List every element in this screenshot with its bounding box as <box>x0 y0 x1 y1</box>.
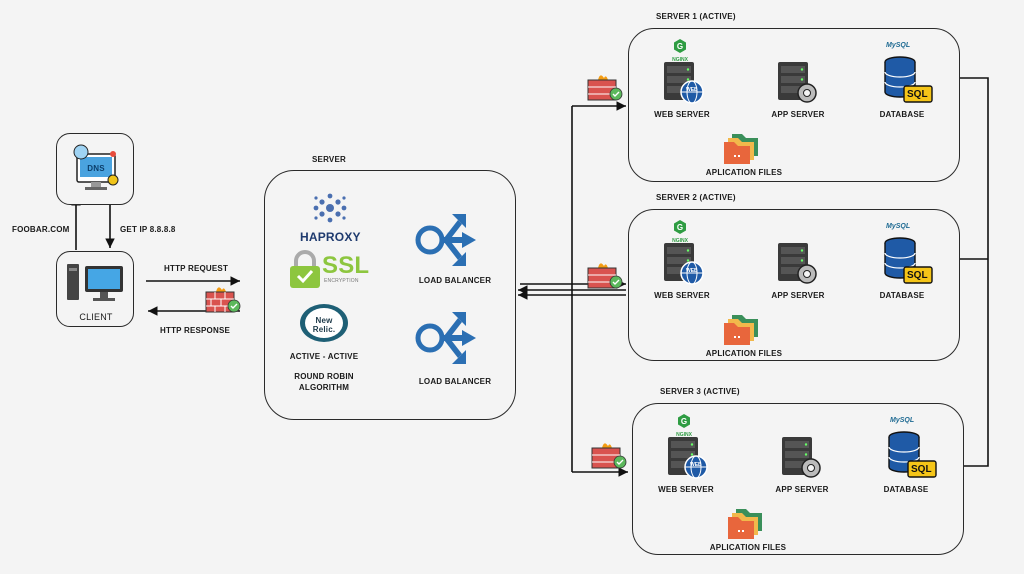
mysql-label: MySQL <box>886 223 911 230</box>
database-icon <box>880 235 936 292</box>
client-box[interactable]: CLIENT <box>56 251 134 327</box>
server-box <box>264 170 516 420</box>
algo-line2: ALGORITHM <box>298 383 350 392</box>
app-server-label: APP SERVER <box>771 291 825 300</box>
nginx-label: NGINX <box>676 432 692 438</box>
haproxy-label: HAPROXY <box>300 230 361 244</box>
haproxy-icon <box>313 193 347 223</box>
web-badge-label: WEB <box>686 87 698 93</box>
http-response-label: HTTP RESPONSE <box>160 326 231 335</box>
load-balancer-icon <box>415 214 476 266</box>
cluster-2-contents: G NGINX WEB WEB SERVER APP SERVER MySQL SQL… <box>628 209 960 363</box>
sql-badge-label: SQL <box>907 89 928 100</box>
dns-label: DNS <box>87 164 105 173</box>
get-ip-label: GET IP 8.8.8.8 <box>120 225 176 234</box>
sql-badge-label: SQL <box>907 270 928 281</box>
algo-line1: ROUND ROBIN <box>294 372 354 381</box>
folder-icon <box>722 313 762 350</box>
cluster-1-box <box>628 28 960 182</box>
client-label: CLIENT <box>79 312 113 322</box>
load-balancer-1-label: LOAD BALANCER <box>418 276 492 285</box>
sql-badge-label: SQL <box>911 464 932 475</box>
http-request-label: HTTP REQUEST <box>164 264 229 273</box>
nginx-logo: G NGINX <box>672 219 688 244</box>
mysql-label: MySQL <box>890 417 915 424</box>
cluster-3-title: SERVER 3 (ACTIVE) <box>660 387 740 396</box>
newrelic-label: New Relic. <box>312 316 336 334</box>
web-server-icon <box>664 435 708 484</box>
firewall-icon <box>587 75 623 101</box>
web-server-label: WEB SERVER <box>654 291 710 300</box>
cluster-1-contents: G NGINX WEB WEB SERVER APP SERVER MySQL SQL… <box>628 28 960 182</box>
dns-server-icon <box>73 144 119 190</box>
app-server-label: APP SERVER <box>775 485 829 494</box>
database-label: DATABASE <box>883 485 929 494</box>
web-server-label: WEB SERVER <box>658 485 714 494</box>
dns-box: DNS <box>56 133 134 205</box>
nginx-icon: G <box>674 220 686 234</box>
database-label: DATABASE <box>879 110 925 119</box>
folder-icon <box>722 132 762 169</box>
svg-text:G: G <box>677 223 683 232</box>
nginx-label: NGINX <box>672 238 688 244</box>
firewall-icon <box>587 263 623 289</box>
nginx-label: NGINX <box>672 57 688 63</box>
cluster-3-contents: G NGINX WEB WEB SERVER APP SERVER MySQL SQL… <box>632 403 964 557</box>
nginx-logo: G NGINX <box>672 38 688 63</box>
foobar-label: FOOBAR.COM <box>12 225 70 234</box>
cluster-2-box <box>628 209 960 361</box>
load-balancer-icon <box>415 312 476 364</box>
web-server-icon <box>660 241 704 290</box>
mode-label: ACTIVE - ACTIVE <box>289 352 359 361</box>
svg-text:G: G <box>681 417 687 426</box>
app-server-icon <box>774 241 818 290</box>
cluster-2-title: SERVER 2 (ACTIVE) <box>656 193 736 202</box>
ssl-sub-label: ENCRYPTION <box>324 278 359 284</box>
web-server-icon <box>660 60 704 109</box>
cluster-3-box <box>632 403 964 555</box>
nginx-icon: G <box>674 39 686 53</box>
nginx-icon: G <box>678 414 690 428</box>
svg-text:G: G <box>677 42 683 51</box>
web-badge-label: WEB <box>690 462 702 468</box>
database-icon <box>884 429 940 486</box>
application-files-label: APLICATION FILES <box>705 349 783 358</box>
computer-icon <box>67 264 123 301</box>
mysql-label: MySQL <box>886 42 911 49</box>
ssl-lock-icon <box>290 250 320 288</box>
nginx-logo: G NGINX <box>676 413 692 438</box>
firewall-icon <box>205 287 241 313</box>
application-files-label: APLICATION FILES <box>709 543 787 552</box>
web-server-label: WEB SERVER <box>654 110 710 119</box>
app-server-label: APP SERVER <box>771 110 825 119</box>
web-badge-label: WEB <box>686 268 698 274</box>
load-balancer-2-label: LOAD BALANCER <box>418 377 492 386</box>
newrelic-icon <box>300 304 348 342</box>
folder-icon <box>726 507 766 544</box>
server-title: SERVER <box>312 155 346 164</box>
ssl-label: SSL <box>322 252 370 279</box>
firewall-icon <box>591 443 627 469</box>
application-files-label: APLICATION FILES <box>705 168 783 177</box>
database-label: DATABASE <box>879 291 925 300</box>
database-icon <box>880 54 936 111</box>
app-server-icon <box>778 435 822 484</box>
app-server-icon <box>774 60 818 109</box>
cluster-1-title: SERVER 1 (ACTIVE) <box>656 12 736 21</box>
